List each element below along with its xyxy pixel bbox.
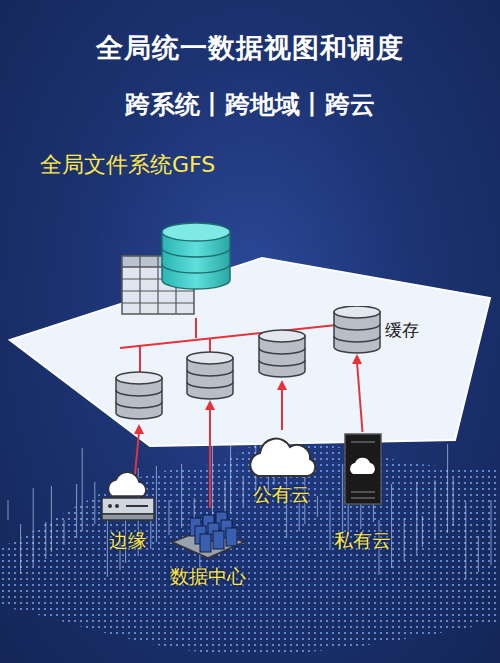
node-label: 公有云 (244, 482, 318, 508)
cache-label: 缓存 (385, 319, 419, 342)
node-label: 边缘 (98, 528, 158, 554)
cache-cylinder (259, 330, 305, 377)
cache-databases (116, 330, 305, 419)
cache-node: 缓存 (333, 306, 419, 354)
dc-icon (168, 504, 248, 560)
subtitle: 跨系统丨跨地域丨跨云 (0, 88, 500, 121)
source-node: 边缘 (98, 468, 158, 554)
node-label: 私有云 (334, 528, 391, 554)
rack-icon (334, 432, 391, 506)
source-node: 私有云 (334, 432, 391, 554)
source-node: 数据中心 (168, 504, 248, 590)
section-label: 全局文件系统GFS (40, 150, 215, 180)
cache-icon (333, 306, 381, 354)
red-tree-lines (120, 312, 365, 374)
source-node: 公有云 (244, 432, 318, 508)
cache-cylinder (116, 372, 162, 419)
cache-cylinder (187, 352, 233, 399)
arrow-connector (352, 354, 363, 432)
node-label: 数据中心 (168, 564, 248, 590)
title: 全局统一数据视图和调度 (0, 30, 500, 66)
edge-icon (98, 468, 158, 524)
gfs-plane (10, 258, 490, 446)
dotted-ground (0, 436, 500, 654)
cloud-icon (244, 432, 318, 482)
main-database (162, 223, 230, 289)
